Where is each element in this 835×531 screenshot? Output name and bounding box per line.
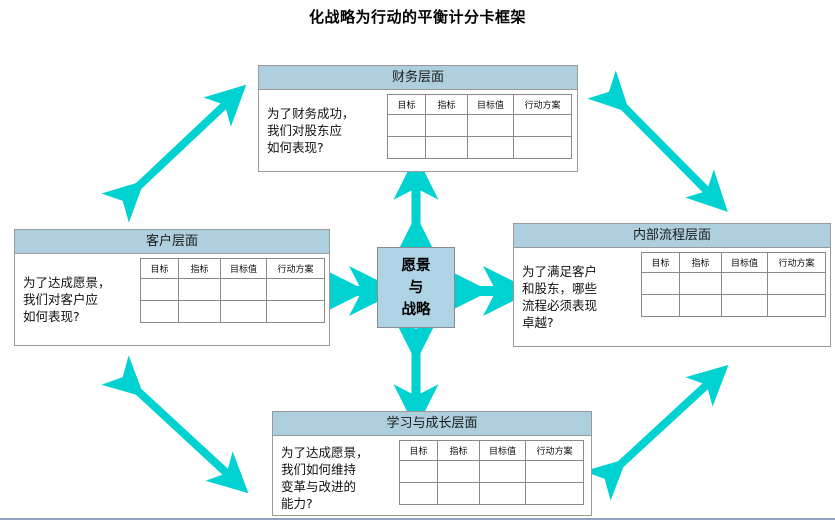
perspective-title-internal-process: 内部流程层面 — [514, 224, 830, 248]
column-header-initiative: 行动方案 — [767, 252, 826, 273]
column-header-initiative: 行动方案 — [266, 258, 325, 279]
table-cell[interactable] — [513, 114, 572, 137]
column-header-objective: 目标 — [140, 258, 179, 279]
table-header-row: 目标 指标 目标值 行动方案 — [387, 94, 572, 115]
arrow-customer-to-learning — [101, 355, 249, 494]
table-row[interactable] — [399, 482, 584, 505]
arrow-financial-to-internal — [587, 70, 728, 212]
perspective-body-customer: 为了达成愿景， 我们对客户应 如何表现? 目标 指标 目标值 行动方案 — [15, 254, 329, 345]
arrow-learning-to-internal — [583, 364, 729, 501]
table-cell[interactable] — [425, 136, 468, 159]
perspective-box-customer[interactable]: 客户层面 为了达成愿景， 我们对客户应 如何表现? 目标 指标 目标值 行动方案 — [14, 229, 330, 346]
table-row[interactable] — [399, 460, 584, 483]
table-cell[interactable] — [140, 300, 179, 323]
table-cell[interactable] — [767, 294, 826, 317]
column-header-measure: 指标 — [178, 258, 221, 279]
column-header-target: 目标值 — [220, 258, 267, 279]
perspective-title-customer: 客户层面 — [15, 230, 329, 254]
column-header-target: 目标值 — [721, 252, 768, 273]
column-header-target: 目标值 — [479, 440, 526, 461]
perspective-body-learning-growth: 为了达成愿景， 我们如何维持 变革与改进的 能力? 目标 指标 目标值 行动方案 — [273, 436, 591, 520]
column-header-objective: 目标 — [399, 440, 438, 461]
column-header-measure: 指标 — [437, 440, 480, 461]
perspective-question-financial: 为了财务成功， 我们对股东应 如何表现? — [267, 106, 355, 155]
column-header-objective: 目标 — [387, 94, 426, 115]
table-cell[interactable] — [679, 294, 722, 317]
scorecard-table-internal-process[interactable]: 目标 指标 目标值 行动方案 — [641, 252, 826, 317]
scorecard-table-customer[interactable]: 目标 指标 目标值 行动方案 — [140, 258, 325, 323]
column-header-measure: 指标 — [425, 94, 468, 115]
table-cell[interactable] — [399, 460, 438, 483]
perspective-question-learning-growth: 为了达成愿景， 我们如何维持 变革与改进的 能力? — [281, 445, 369, 511]
table-cell[interactable] — [437, 482, 480, 505]
table-cell[interactable] — [679, 272, 722, 295]
table-cell[interactable] — [178, 278, 221, 301]
table-cell[interactable] — [641, 294, 680, 317]
perspective-title-financial: 财务层面 — [259, 66, 577, 90]
page-title: 化战略为行动的平衡计分卡框架 — [308, 8, 526, 26]
table-header-row: 目标 指标 目标值 行动方案 — [399, 440, 584, 461]
perspective-box-learning-growth[interactable]: 学习与成长层面 为了达成愿景， 我们如何维持 变革与改进的 能力? 目标 指标 … — [272, 411, 592, 516]
table-cell[interactable] — [479, 482, 526, 505]
perspective-body-internal-process: 为了满足客户 和股东，哪些 流程必须表现 卓越? 目标 指标 目标值 行动方案 — [514, 248, 830, 346]
table-cell[interactable] — [767, 272, 826, 295]
table-cell[interactable] — [721, 294, 768, 317]
table-row[interactable] — [641, 272, 826, 295]
vision-line-3: 战略 — [401, 301, 431, 318]
table-cell[interactable] — [641, 272, 680, 295]
table-cell[interactable] — [220, 300, 267, 323]
table-row[interactable] — [140, 278, 325, 301]
table-cell[interactable] — [399, 482, 438, 505]
table-cell[interactable] — [178, 300, 221, 323]
table-row[interactable] — [387, 114, 572, 137]
table-header-row: 目标 指标 目标值 行动方案 — [140, 258, 325, 279]
scorecard-table-financial[interactable]: 目标 指标 目标值 行动方案 — [387, 94, 572, 159]
arrow-customer-to-financial — [101, 84, 247, 223]
perspective-box-financial[interactable]: 财务层面 为了财务成功， 我们对股东应 如何表现? 目标 指标 目标值 行动方案 — [258, 65, 578, 172]
column-header-initiative: 行动方案 — [525, 440, 584, 461]
perspective-question-internal-process: 为了满足客户 和股东，哪些 流程必须表现 卓越? — [522, 264, 598, 330]
table-cell[interactable] — [525, 482, 584, 505]
table-cell[interactable] — [721, 272, 768, 295]
table-cell[interactable] — [425, 114, 468, 137]
perspective-title-learning-growth: 学习与成长层面 — [273, 412, 591, 436]
table-cell[interactable] — [140, 278, 179, 301]
vision-and-strategy-box[interactable]: 愿景 与 战略 — [377, 247, 455, 328]
table-cell[interactable] — [220, 278, 267, 301]
table-cell[interactable] — [467, 114, 514, 137]
column-header-objective: 目标 — [641, 252, 680, 273]
perspective-question-customer: 为了达成愿景， 我们对客户应 如何表现? — [23, 275, 111, 324]
column-header-initiative: 行动方案 — [513, 94, 572, 115]
perspective-box-internal-process[interactable]: 内部流程层面 为了满足客户 和股东，哪些 流程必须表现 卓越? 目标 指标 目标… — [513, 223, 831, 347]
column-header-measure: 指标 — [679, 252, 722, 273]
table-cell[interactable] — [266, 278, 325, 301]
vision-line-1: 愿景 — [401, 257, 431, 274]
table-row[interactable] — [641, 294, 826, 317]
table-cell[interactable] — [479, 460, 526, 483]
table-cell[interactable] — [437, 460, 480, 483]
bottom-divider — [0, 518, 835, 520]
table-header-row: 目标 指标 目标值 行动方案 — [641, 252, 826, 273]
column-header-target: 目标值 — [467, 94, 514, 115]
table-row[interactable] — [387, 136, 572, 159]
table-cell[interactable] — [387, 136, 426, 159]
table-cell[interactable] — [513, 136, 572, 159]
vision-line-2: 与 — [408, 279, 424, 296]
table-cell[interactable] — [525, 460, 584, 483]
table-row[interactable] — [140, 300, 325, 323]
table-cell[interactable] — [266, 300, 325, 323]
perspective-body-financial: 为了财务成功， 我们对股东应 如何表现? 目标 指标 目标值 行动方案 — [259, 90, 577, 171]
scorecard-table-learning-growth[interactable]: 目标 指标 目标值 行动方案 — [399, 440, 584, 505]
table-cell[interactable] — [467, 136, 514, 159]
table-cell[interactable] — [387, 114, 426, 137]
